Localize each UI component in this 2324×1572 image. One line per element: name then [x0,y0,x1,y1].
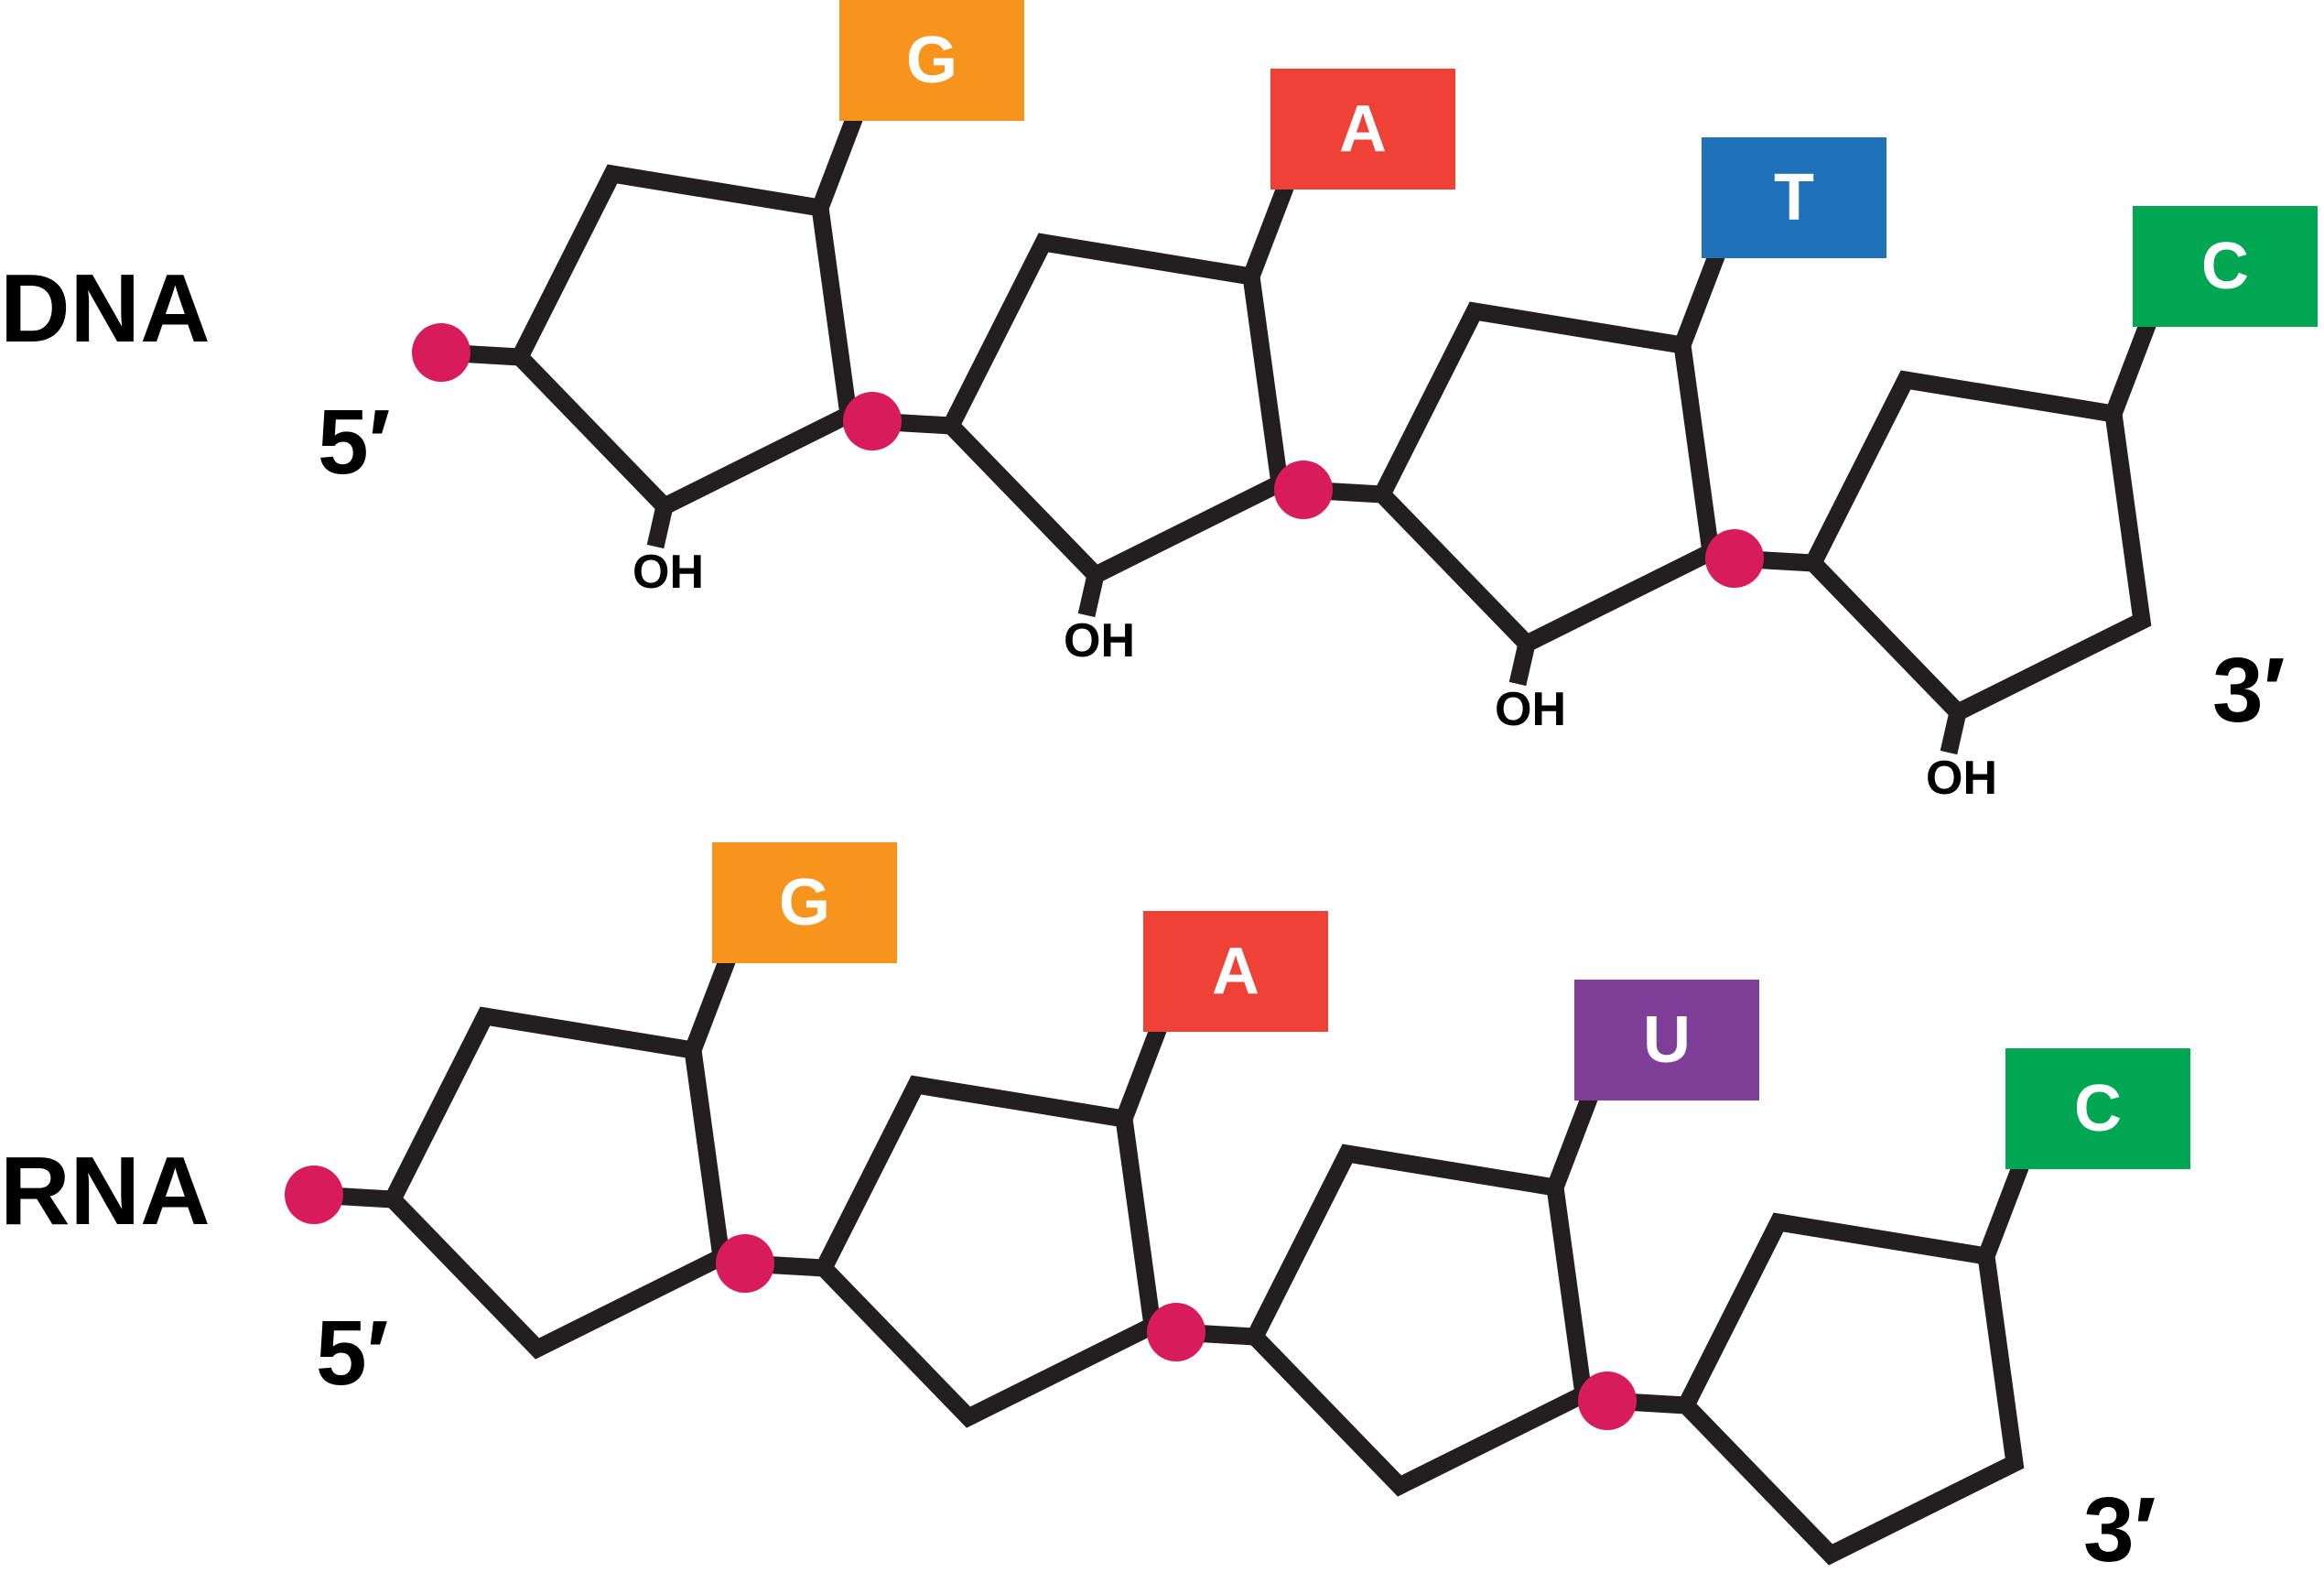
phosphate-group-icon [716,1234,774,1293]
base-box [1702,137,1886,258]
base-G: G [712,842,897,963]
dna-five-prime-label: 5′ [318,391,391,493]
base-box [712,842,897,963]
hydroxyl-label: OH [1495,683,1566,736]
base-box [2133,206,2318,327]
base-stem [812,111,864,211]
base-letter: A [1339,92,1387,166]
phosphate-group-icon [843,392,902,450]
rna-phosphates [285,1165,1637,1430]
hydroxyl-label: OH [632,546,704,599]
rna-three-prime-label: 3′ [2083,1479,2156,1572]
phosphate-group-icon [1274,461,1333,519]
sugar-ring-pentagon [940,233,1290,586]
hydroxyl-stem [1508,641,1536,687]
rna-backbone [313,953,2030,1566]
rna-nucleotide-2 [813,1022,1168,1428]
sugar-ring-pentagon [1802,370,2152,723]
base-letter: C [2201,230,2249,303]
base-letter: G [779,866,830,939]
base-stem [1547,1090,1599,1191]
base-C: C [2005,1048,2190,1169]
base-stem [685,953,737,1054]
dna-label: DNA [0,255,211,363]
base-letter: A [1212,935,1259,1008]
rna-strand: RNA 5′ 3′ G A U C [0,842,2190,1572]
base-box [1574,980,1759,1100]
base-letter: C [2074,1072,2122,1145]
hydroxyl-stem [1077,572,1105,618]
dna-nucleotide-3: OH [1371,248,1726,736]
base-A: A [1270,69,1455,190]
hydroxyl-stem [646,504,674,549]
phosphate-group-icon [285,1165,343,1224]
rna-nucleotide-3 [1244,1090,1599,1497]
base-T: T [1702,137,1886,258]
base-box [839,0,1024,121]
rna-nucleotides: G A U C [285,842,2190,1566]
sugar-ring-pentagon [1675,1212,2025,1566]
base-stem [1674,248,1726,349]
dna-nucleotide-1: OH [509,111,864,599]
base-stem [2105,317,2157,417]
base-U: U [1574,980,1759,1100]
sugar-ring-pentagon [382,1006,731,1360]
base-letter: G [906,24,957,97]
base-stem [1978,1159,2030,1260]
base-box [1143,911,1328,1032]
dna-phosphates [412,323,1764,588]
rna-five-prime-label: 5′ [316,1302,389,1404]
dna-bases: G A T C [839,0,2318,327]
sugar-ring-pentagon [813,1075,1162,1428]
base-stem [1116,1022,1168,1122]
base-C: C [2133,206,2318,327]
phosphate-group-icon [1705,529,1764,588]
hydroxyl-stem [1940,710,1967,755]
base-G: G [839,0,1024,121]
base-box [2005,1048,2190,1169]
rna-label: RNA [0,1137,211,1245]
base-letter: T [1774,161,1814,234]
sugar-ring-pentagon [1244,1144,1594,1497]
base-A: A [1143,911,1328,1032]
phosphate-group-icon [1147,1303,1205,1361]
phosphate-group-icon [1578,1371,1637,1430]
phosphate-group-icon [412,323,470,382]
dna-nucleotides: OH OH OH OH G A T C [412,0,2318,805]
sugar-ring-pentagon [1371,301,1721,655]
hydroxyl-label: OH [1064,614,1135,667]
dna-backbone: OH OH OH OH [440,111,2157,805]
base-stem [1243,179,1295,280]
sugar-ring-pentagon [509,164,859,517]
dna-nucleotide-2: OH [940,179,1295,667]
dna-strand: DNA 5′ 3′ OH OH OH OH G A T C [0,0,2318,805]
rna-nucleotide-4 [1675,1159,2030,1566]
rna-bases: G A U C [712,842,2190,1169]
base-box [1270,69,1455,190]
dna-three-prime-label: 3′ [2212,639,2286,742]
rna-nucleotide-1 [382,953,737,1360]
base-letter: U [1643,1003,1691,1077]
dna-nucleotide-4: OH [1802,317,2157,805]
hydroxyl-label: OH [1926,752,1997,805]
